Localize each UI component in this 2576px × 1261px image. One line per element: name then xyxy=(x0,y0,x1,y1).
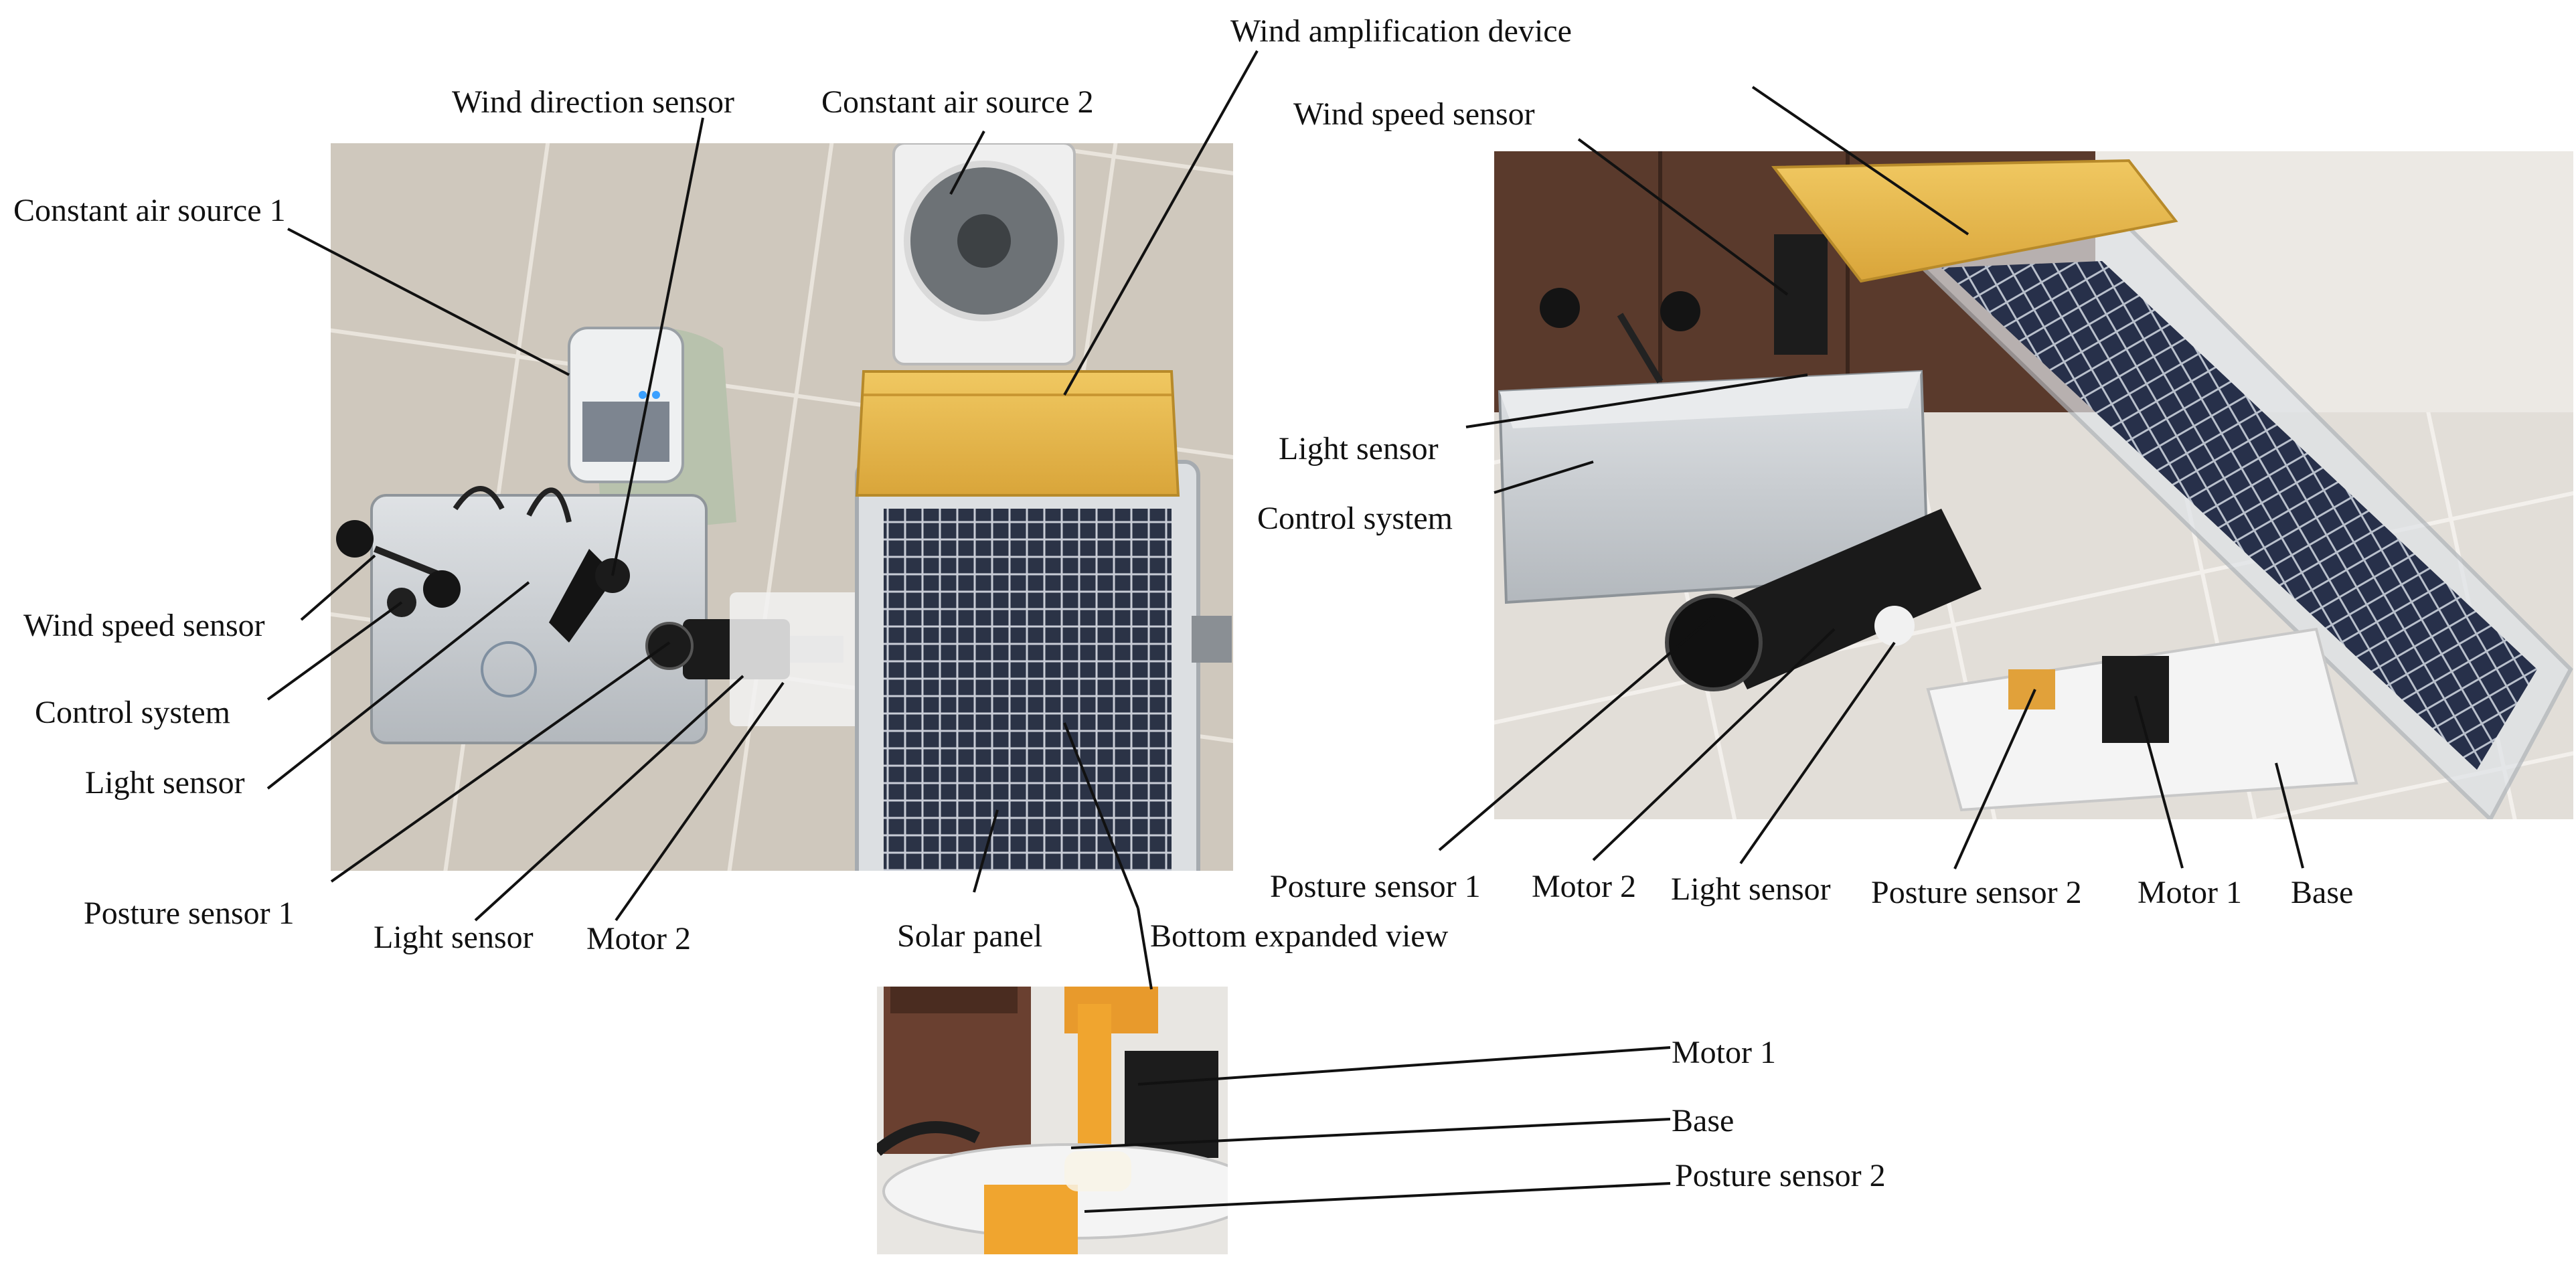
label-posture-sensor-1-right: Posture sensor 1 xyxy=(1270,869,1481,904)
label-light-sensor-right: Light sensor xyxy=(1279,431,1439,467)
label-control-system-left: Control system xyxy=(35,695,230,730)
label-motor-2-right: Motor 2 xyxy=(1532,869,1636,904)
bottom-view-labels: Motor 1 Base Posture sensor 2 xyxy=(1672,1035,1886,1193)
label-wind-direction-sensor: Wind direction sensor xyxy=(452,84,734,120)
wind-speed-sensor-device xyxy=(336,520,461,617)
label-posture-sensor-2-right: Posture sensor 2 xyxy=(1871,875,2082,910)
label-motor-2-left: Motor 2 xyxy=(586,921,691,956)
bottom-photo xyxy=(877,987,1228,1254)
leader-lines xyxy=(266,50,2304,1213)
control-box xyxy=(370,486,708,744)
right-photo xyxy=(1494,151,2573,819)
constant-air-source-2-device xyxy=(892,143,1076,365)
label-solar-panel: Solar panel xyxy=(897,918,1042,954)
label-motor-1-right: Motor 1 xyxy=(2138,875,2242,910)
left-view-labels: Constant air source 1 Wind direction sen… xyxy=(13,13,1572,956)
label-light-sensor-left: Light sensor xyxy=(85,765,245,801)
control-box-side xyxy=(1498,369,1930,604)
label-light-sensor-left-bottom: Light sensor xyxy=(374,920,534,955)
label-posture-sensor-1-left: Posture sensor 1 xyxy=(84,896,295,931)
wind-amplification-device-right xyxy=(1771,159,2178,283)
motor-2-side xyxy=(1665,509,1982,691)
label-bottom-expanded-view: Bottom expanded view xyxy=(1150,918,1449,954)
right-view-labels: Wind speed sensor Light sensor Control s… xyxy=(1257,96,2353,910)
label-base-bottom: Base xyxy=(1672,1103,1734,1139)
label-light-sensor-right-bottom: Light sensor xyxy=(1671,871,1831,907)
label-constant-air-source-1: Constant air source 1 xyxy=(13,193,286,228)
solar-panel-device xyxy=(855,460,1200,871)
label-wind-speed-sensor-right: Wind speed sensor xyxy=(1293,96,1535,132)
left-photo xyxy=(331,143,1233,871)
label-motor-1-bottom: Motor 1 xyxy=(1672,1035,1776,1070)
label-wind-speed-sensor-left: Wind speed sensor xyxy=(23,608,265,643)
label-constant-air-source-2: Constant air source 2 xyxy=(821,84,1094,120)
wind-speed-sensor-side xyxy=(1540,234,1828,384)
label-wind-amplification-device: Wind amplification device xyxy=(1230,13,1572,49)
label-control-system-right: Control system xyxy=(1257,501,1453,536)
label-posture-sensor-2-bottom: Posture sensor 2 xyxy=(1675,1158,1886,1193)
wind-amplification-device-left xyxy=(855,370,1180,497)
label-base-right: Base xyxy=(2291,875,2353,910)
